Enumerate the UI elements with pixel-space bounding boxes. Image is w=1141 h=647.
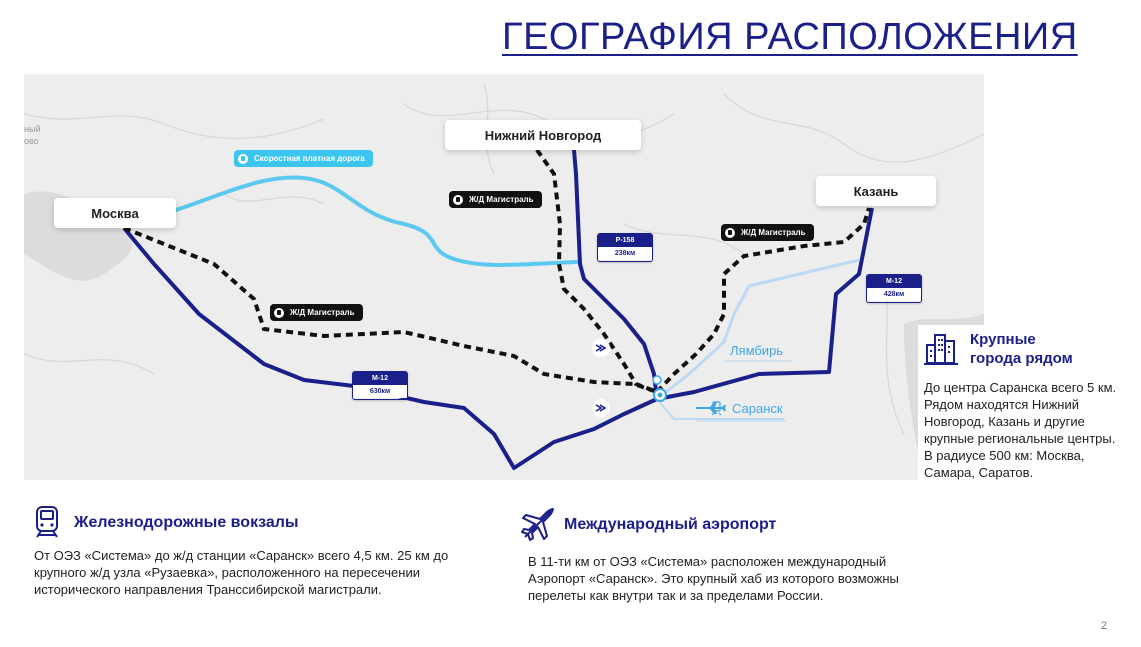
edge-text-2: ово (24, 136, 39, 146)
rail-badge-west: Ж/Д Магистраль (270, 304, 363, 321)
city-buildings-icon (924, 334, 958, 365)
main-road-line (122, 207, 874, 470)
page-number: 2 (1100, 620, 1107, 632)
airport-text: В 11-ти км от ОЭЗ «Система» расположен м… (528, 554, 899, 603)
road-tag-m12-west-name: М-12 (353, 372, 407, 385)
road-icon (238, 153, 248, 164)
road-tag-m12-east-name: М-12 (867, 275, 921, 288)
local-road-south (656, 398, 784, 420)
road-tag-m12-east-distance: 428км (867, 288, 921, 301)
rail-badge-east: Ж/Д Магистраль (721, 224, 814, 241)
road-tag-r158-name: Р-158 (598, 234, 652, 247)
rail-line-west (123, 226, 658, 394)
train-front-icon (36, 506, 58, 538)
arrow-marker-1 (592, 339, 610, 357)
road-tag-r158-distance: 238км (598, 247, 652, 260)
nearby-cities-heading-line2: города рядом (970, 350, 1073, 367)
city-card-kazan[interactable]: Казань (816, 176, 936, 206)
page-title: ГЕОГРАФИЯ РАСПОЛОЖЕНИЯ (502, 16, 1078, 58)
rail-stations-heading: Железнодорожные вокзалы (74, 514, 299, 531)
city-card-moscow[interactable]: Москва (54, 198, 176, 228)
rail-stations-text: От ОЭЗ «Система» до ж/д станции «Саранск… (34, 548, 449, 597)
road-tag-m12-west-distance: 630км (353, 385, 407, 398)
lyambir-marker (652, 375, 662, 385)
train-icon (725, 227, 735, 238)
place-label-saransk: Саранск (732, 401, 783, 416)
rail-badge-north: Ж/Д Магистраль (449, 191, 542, 208)
nearby-cities-text: До центра Саранска всего 5 км. Рядом нах… (924, 380, 1117, 480)
rail-line-east (655, 207, 871, 394)
train-icon (711, 401, 722, 416)
local-road (656, 258, 860, 401)
rail-label-north: Ж/Д Магистраль (469, 195, 534, 204)
toll-road-line (174, 175, 578, 267)
place-label-lyambir: Лямбирь (730, 343, 784, 358)
nearby-cities-panel: Крупные города рядом До центра Саранска … (918, 325, 1118, 500)
terrain-lines (24, 83, 984, 435)
city-card-nizhny-novgorod[interactable]: Нижний Новгород (445, 120, 641, 150)
road-tag-m12-east: М-12 428км (866, 274, 922, 303)
train-icon (453, 194, 463, 205)
train-icon (274, 307, 284, 318)
toll-road-badge: Скоростная платная дорога (234, 150, 373, 167)
road-tag-m12-west: М-12 630км (352, 371, 408, 400)
rail-label-east: Ж/Д Магистраль (741, 228, 806, 237)
nearby-cities-heading: Крупные города рядом (970, 330, 1073, 368)
city-label-moscow: Москва (91, 205, 139, 221)
map[interactable]: ный ово Москва Нижний Новгород Казань Ск… (24, 74, 984, 480)
airport-heading: Международный аэропорт (564, 516, 777, 533)
city-label-kazan: Казань (853, 183, 899, 199)
airplane-icon (521, 508, 554, 541)
nearby-cities-heading-line1: Крупные (970, 331, 1036, 348)
rail-line-north (535, 148, 658, 394)
toll-road-label: Скоростная платная дорога (254, 154, 365, 163)
road-tag-r158: Р-158 238км (597, 233, 653, 262)
city-label-nizhny-novgorod: Нижний Новгород (484, 127, 602, 143)
edge-text-1: ный (24, 124, 40, 134)
plane-icon (696, 402, 726, 414)
rail-label-west: Ж/Д Магистраль (290, 308, 355, 317)
r158-road-line (572, 149, 659, 400)
arrow-marker-2 (592, 399, 610, 417)
